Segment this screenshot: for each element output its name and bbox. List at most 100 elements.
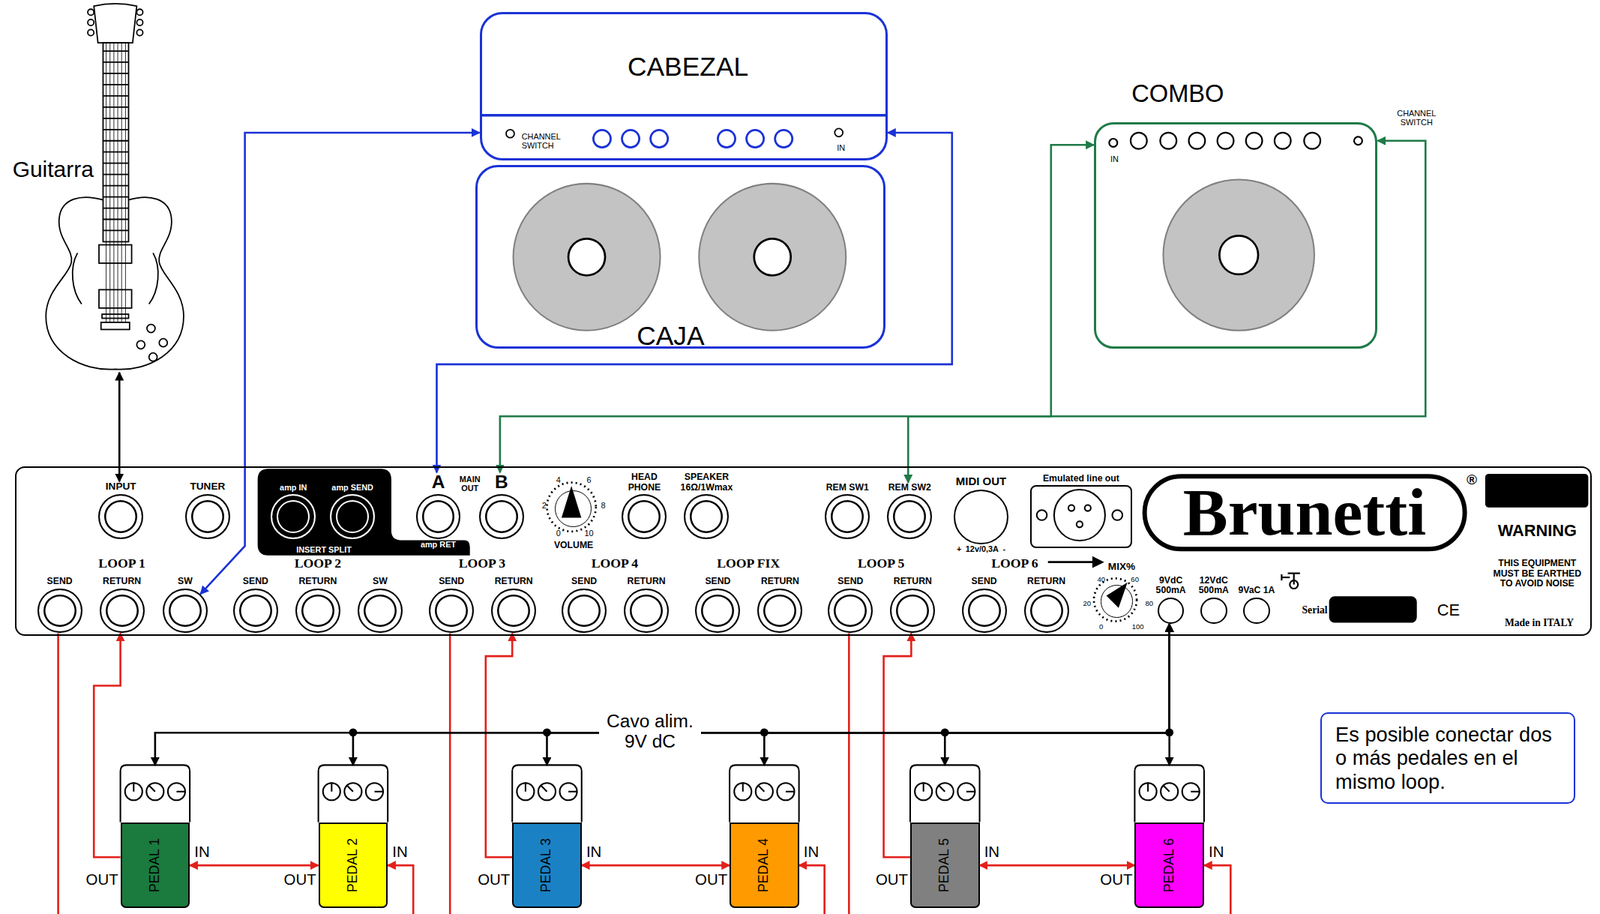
cable xyxy=(764,623,1169,766)
pedal-controls xyxy=(785,791,795,793)
cable xyxy=(118,372,121,483)
guitar-illustration xyxy=(72,252,82,304)
cable xyxy=(500,144,1094,473)
jack-socket-ring xyxy=(98,494,144,540)
guitar-illustration xyxy=(102,162,129,165)
pedal-controls xyxy=(120,764,191,822)
jack-socket: SW xyxy=(162,576,208,633)
jack-label: A xyxy=(431,472,446,493)
guitar-illustration xyxy=(102,61,129,63)
node-text: PEDAL 2 xyxy=(345,838,360,893)
cable xyxy=(485,632,513,857)
jack-socket: REM SW2 xyxy=(886,482,932,540)
amp-head-controls xyxy=(717,129,735,147)
pedal-controls xyxy=(922,782,925,792)
jack-socket: 9VaC 1A xyxy=(1236,585,1277,624)
jack-socket: REM SW1 xyxy=(824,482,870,540)
panel-graphics xyxy=(1084,504,1091,511)
jack-socket-ring xyxy=(357,588,403,634)
jack-socket-ring xyxy=(827,588,873,634)
guitar-illustration xyxy=(109,42,111,323)
node-text: Brunetti xyxy=(1142,473,1468,552)
node-text: VOLUME xyxy=(554,541,594,552)
node-text: CAJA xyxy=(636,321,705,351)
guitar-illustration xyxy=(102,128,129,131)
pedal-controls xyxy=(318,764,389,822)
jack-socket: SEND xyxy=(233,576,279,633)
jack-label: SEND xyxy=(47,576,73,587)
jack-label: HEAD PHONE xyxy=(623,472,665,493)
jack-socket: amp SEND xyxy=(329,483,375,540)
node-text: OUT xyxy=(284,871,317,888)
guitar: Guitarra xyxy=(45,5,184,373)
cable xyxy=(979,864,1136,867)
node-text: OUT xyxy=(477,871,510,888)
jack-socket: RETURN xyxy=(757,576,803,633)
speaker-cones xyxy=(754,238,792,276)
jack-socket: B xyxy=(479,472,525,540)
jack-label: TUNER xyxy=(189,481,225,493)
pedal-controls xyxy=(957,782,975,800)
guitar-illustration xyxy=(45,3,184,370)
pedal-controls xyxy=(512,764,582,822)
jack-socket-ring xyxy=(1200,597,1227,624)
node-text: Es posible conectar dos o más pedales en… xyxy=(1335,722,1561,794)
effect-pedal: PEDAL 4INOUT xyxy=(729,765,800,909)
jack-label: SEND xyxy=(242,576,269,587)
jack-label: RETURN xyxy=(298,576,337,587)
pedal-controls xyxy=(938,785,945,792)
node-text: MAIN OUT xyxy=(454,475,486,494)
amp-head-controls xyxy=(834,128,843,137)
panel-graphics xyxy=(1486,474,1589,508)
combo-controls xyxy=(1159,132,1177,150)
pedal-controls xyxy=(758,785,765,792)
combo-controls xyxy=(1189,132,1206,150)
jack-label: Emulated line out xyxy=(1042,473,1120,484)
speaker-cones xyxy=(1163,179,1315,330)
jack-label: 9VdC 500mA xyxy=(1150,575,1191,597)
node-text: OUT xyxy=(86,871,119,888)
node-text: IN xyxy=(586,843,602,860)
jack-label: amp SEND xyxy=(331,483,374,493)
guitar-illustration xyxy=(102,151,129,153)
guitar-illustration xyxy=(98,289,132,308)
effect-pedal: PEDAL 5INOUT xyxy=(910,765,980,909)
guitar-illustration xyxy=(105,42,107,323)
jack-socket-ring xyxy=(561,588,607,634)
pedal-controls xyxy=(1163,785,1170,792)
node-text: LOOP 4 xyxy=(591,556,639,571)
jack-socket-ring xyxy=(491,588,537,634)
guitar-illustration xyxy=(87,19,94,26)
jack-socket: SW xyxy=(357,576,403,633)
cable xyxy=(848,632,1231,914)
pedal-controls xyxy=(524,782,527,792)
pedal-controls xyxy=(374,791,383,793)
node-text: OUT xyxy=(875,871,908,888)
combo-controls xyxy=(1108,138,1118,147)
amp-head: CABEZALCHANNEL SWITCHIN xyxy=(479,11,888,160)
pedal-controls xyxy=(365,782,384,800)
node-text: CHANNEL SWITCH xyxy=(1390,109,1442,128)
panel-graphics xyxy=(1054,489,1106,541)
node-text: PEDAL 4 xyxy=(757,838,772,893)
jack-socket-ring xyxy=(428,588,474,634)
jack-socket: amp IN xyxy=(270,483,316,540)
guitar-illustration xyxy=(102,42,129,242)
guitar-illustration xyxy=(87,29,94,36)
panel-graphics xyxy=(1281,573,1300,589)
node-text: PEDAL 3 xyxy=(539,838,555,893)
node-text: 80 xyxy=(1144,599,1154,607)
jack-socket: SPEAKER 16Ω/1Wmax xyxy=(673,472,741,540)
note-box: Es posible conectar dos o más pedales en… xyxy=(1320,712,1576,804)
pedal-controls xyxy=(516,782,534,800)
jack-label: RETURN xyxy=(102,576,141,587)
panel-graphics xyxy=(1093,557,1104,568)
jack-socket-ring xyxy=(695,588,741,634)
node-text: PEDAL 5 xyxy=(937,838,953,893)
cable-label: Cavo alim. 9V dC xyxy=(599,710,702,754)
guitar-illustration xyxy=(102,218,129,221)
jack-socket: RETURN xyxy=(623,576,669,633)
guitar-illustration xyxy=(102,50,129,231)
panel-graphics xyxy=(1076,521,1083,528)
guitar-illustration xyxy=(102,106,129,108)
